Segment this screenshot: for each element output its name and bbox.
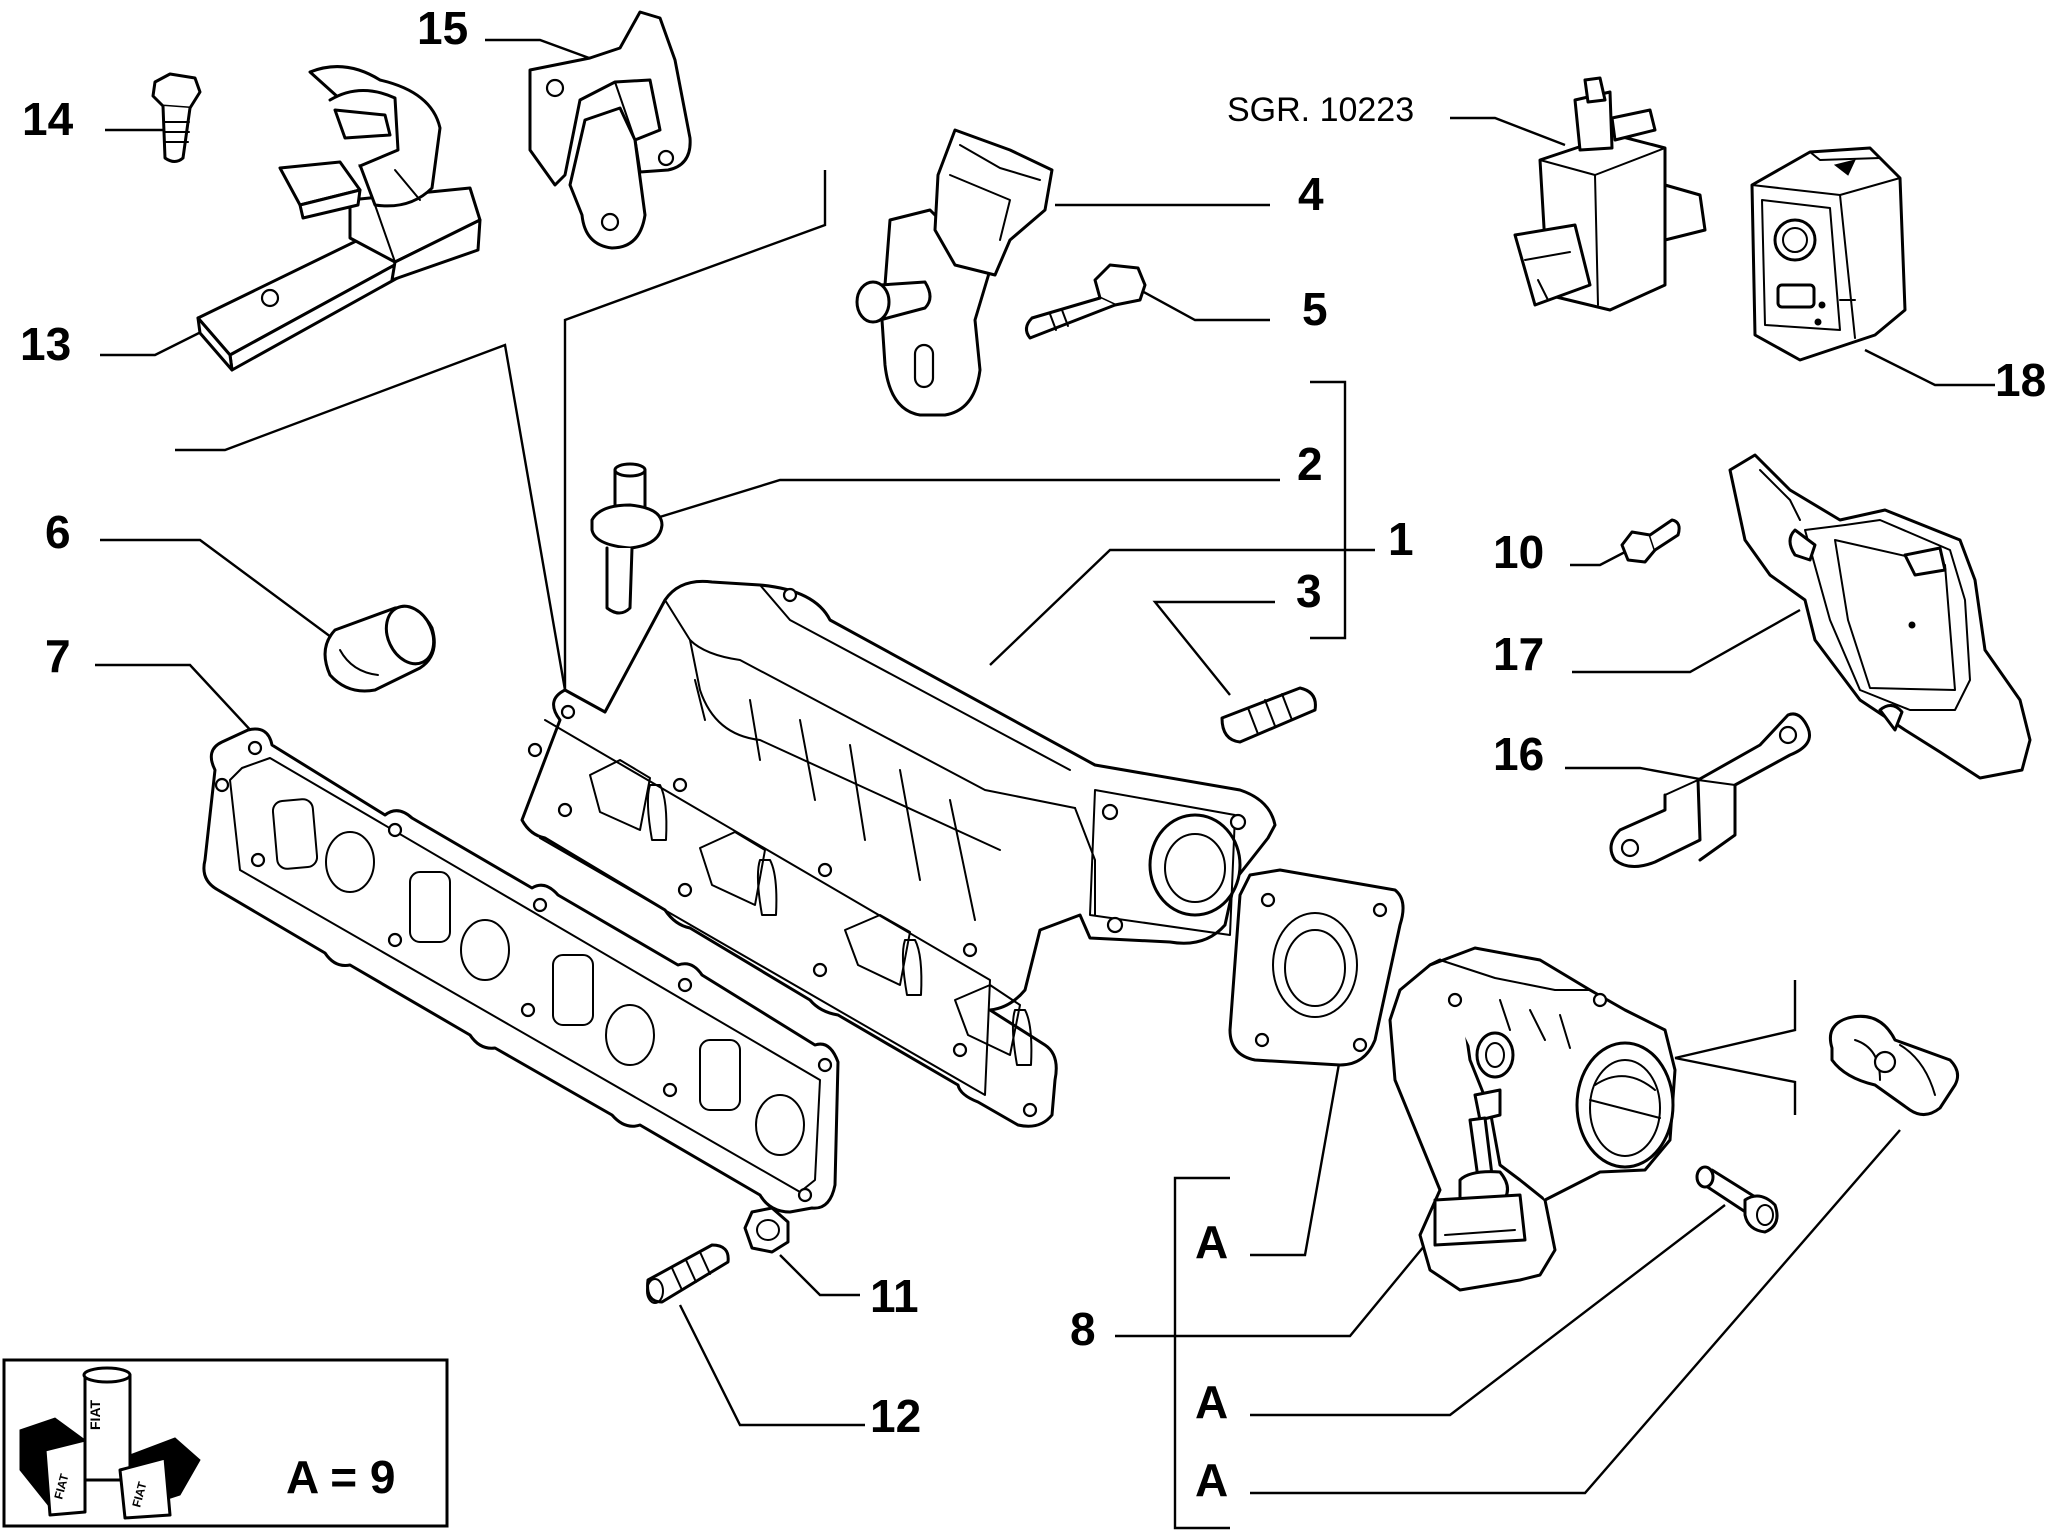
leader-5 <box>1139 288 1270 322</box>
leader-12 <box>678 1304 865 1427</box>
leader-15 <box>485 38 601 64</box>
leader-13 <box>100 328 206 357</box>
leader-sgr <box>1450 116 1566 147</box>
legend-text: A = 9 <box>286 1451 396 1503</box>
leader-clamp-2 <box>1674 1056 1797 1115</box>
group-marker-a-3: A <box>1195 1454 1228 1506</box>
part-10-bolt <box>1620 518 1681 564</box>
leader-clamp-1 <box>1674 980 1797 1060</box>
callout-3: 3 <box>1296 565 1322 617</box>
callout-6: 6 <box>45 506 71 558</box>
leader-1 <box>989 548 1375 666</box>
leader-11 <box>779 1254 860 1297</box>
leader-a2 <box>1250 1204 1726 1417</box>
leader-17 <box>1572 608 1801 674</box>
fiat-sealant-tube-icon: FIAT FIAT FIAT <box>19 1366 201 1520</box>
leader-a1 <box>1250 1029 1347 1257</box>
section-line-a <box>563 170 827 690</box>
callout-1: 1 <box>1388 513 1414 565</box>
callout-16: 16 <box>1493 728 1544 780</box>
leader-10 <box>1570 550 1626 567</box>
part-16-bracket <box>1609 712 1811 868</box>
callout-5: 5 <box>1302 283 1328 335</box>
bracket-2-3 <box>1310 380 1347 640</box>
leader-3 <box>1152 600 1275 696</box>
ref-sgr-label: SGR. 10223 <box>1227 91 1414 129</box>
leader-16 <box>1565 766 1706 782</box>
part-6-cap <box>323 604 436 693</box>
leader-lines <box>95 38 1995 1530</box>
part-12-stud <box>646 1243 730 1304</box>
leader-7 <box>95 663 256 736</box>
part-13-clamp-bracket <box>196 65 482 372</box>
bracket-a-group <box>1173 1176 1230 1530</box>
part-4-sensor <box>855 128 1054 417</box>
leader-18 <box>1864 348 1995 387</box>
part-3-stud <box>1220 686 1317 744</box>
part-7-manifold-gasket <box>202 727 840 1214</box>
leader-a3 <box>1250 1129 1901 1495</box>
part-14-bolt <box>151 72 202 163</box>
callout-14: 14 <box>22 93 74 145</box>
part-1-intake-manifold <box>520 579 1277 1128</box>
callout-17: 17 <box>1493 628 1544 680</box>
part-15-bent-bracket <box>528 10 692 250</box>
leader-2 <box>649 478 1280 522</box>
part-throttle-bolt <box>1695 1165 1779 1234</box>
callout-13: 13 <box>20 318 71 370</box>
fiat-label-box-right: FIAT <box>129 1480 149 1509</box>
part-5-bolt <box>1025 263 1147 340</box>
section-line-b <box>175 343 567 691</box>
callout-8: 8 <box>1070 1303 1096 1355</box>
leader-8 <box>1115 1244 1426 1338</box>
legend-box: FIAT FIAT FIAT A = 9 <box>2 1358 449 1528</box>
ref-solenoid-valve <box>1513 76 1707 312</box>
group-marker-a-1: A <box>1195 1216 1228 1268</box>
callout-12: 12 <box>870 1390 921 1442</box>
callout-4: 4 <box>1298 168 1324 220</box>
callout-10: 10 <box>1493 526 1544 578</box>
part-17-heat-shield <box>1728 453 2032 780</box>
part-11-nut <box>743 1206 790 1254</box>
leader-6 <box>100 538 336 641</box>
callout-11: 11 <box>870 1270 919 1322</box>
part-throttle-clamp <box>1828 1014 1960 1116</box>
callout-labels: 15 14 13 6 7 4 5 2 1 3 10 17 16 18 11 12… <box>20 2 2046 1506</box>
callout-7: 7 <box>45 630 71 682</box>
fiat-label-box-left: FIAT <box>51 1472 71 1501</box>
group-marker-a-2: A <box>1195 1376 1228 1428</box>
fiat-label-tube: FIAT <box>87 1399 103 1430</box>
callout-2: 2 <box>1297 438 1323 490</box>
part-18-control-unit <box>1750 146 1907 362</box>
callout-15: 15 <box>417 2 468 54</box>
part-throttle-gasket <box>1228 868 1405 1067</box>
callout-18: 18 <box>1995 354 2046 406</box>
part-2-stud <box>590 462 664 615</box>
part-8-throttle-body <box>1388 946 1677 1292</box>
